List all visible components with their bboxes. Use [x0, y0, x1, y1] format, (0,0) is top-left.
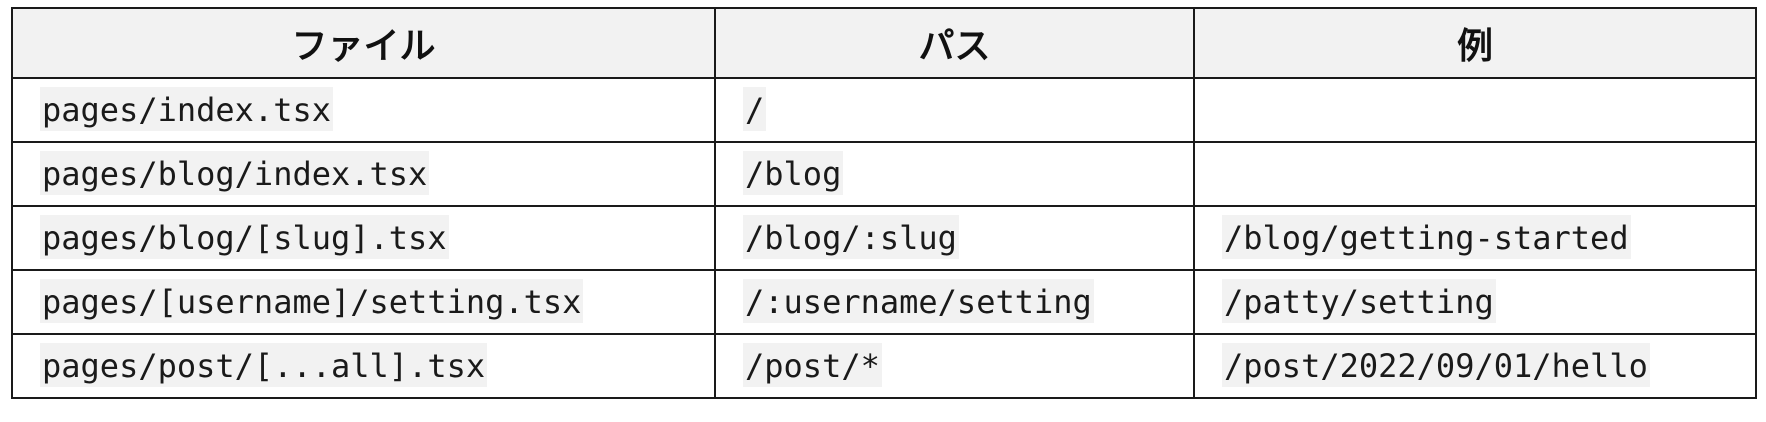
- table-row: pages/blog/index.tsx /blog: [11, 141, 1757, 207]
- cell-path: /blog/:slug: [714, 205, 1195, 271]
- path-code: /post/*: [743, 343, 882, 387]
- table-row: pages/blog/[slug].tsx /blog/:slug /blog/…: [11, 205, 1757, 271]
- example-code: /blog/getting-started: [1222, 215, 1631, 259]
- cell-example: [1193, 77, 1757, 143]
- file-code: pages/index.tsx: [40, 87, 333, 131]
- example-code: /post/2022/09/01/hello: [1222, 343, 1650, 387]
- path-code: /:username/setting: [743, 279, 1094, 323]
- header-file: ファイル: [11, 7, 716, 79]
- cell-file: pages/blog/index.tsx: [11, 141, 716, 207]
- cell-path: /: [714, 77, 1195, 143]
- cell-path: /:username/setting: [714, 269, 1195, 335]
- header-row: ファイル パス 例: [11, 7, 1757, 79]
- path-code: /blog: [743, 151, 844, 195]
- table-row: pages/[username]/setting.tsx /:username/…: [11, 269, 1757, 335]
- file-code: pages/post/[...all].tsx: [40, 343, 488, 387]
- path-code: /: [743, 87, 767, 131]
- table-body: pages/index.tsx / pages/blog/index.tsx /…: [11, 77, 1757, 399]
- cell-file: pages/post/[...all].tsx: [11, 333, 716, 399]
- table-row: pages/post/[...all].tsx /post/* /post/20…: [11, 333, 1757, 399]
- header-example: 例: [1193, 7, 1757, 79]
- cell-file: pages/index.tsx: [11, 77, 716, 143]
- path-code: /blog/:slug: [743, 215, 959, 259]
- cell-example: /post/2022/09/01/hello: [1193, 333, 1757, 399]
- file-code: pages/blog/index.tsx: [40, 151, 430, 195]
- table-row: pages/index.tsx /: [11, 77, 1757, 143]
- cell-example: [1193, 141, 1757, 207]
- routing-table-container: ファイル パス 例 pages/index.tsx / pages/blog/i…: [11, 7, 1757, 399]
- cell-path: /post/*: [714, 333, 1195, 399]
- cell-example: /blog/getting-started: [1193, 205, 1757, 271]
- file-code: pages/blog/[slug].tsx: [40, 215, 449, 259]
- file-code: pages/[username]/setting.tsx: [40, 279, 584, 323]
- cell-example: /patty/setting: [1193, 269, 1757, 335]
- table-header: ファイル パス 例: [11, 7, 1757, 79]
- cell-file: pages/blog/[slug].tsx: [11, 205, 716, 271]
- header-path: パス: [714, 7, 1195, 79]
- routing-table: ファイル パス 例 pages/index.tsx / pages/blog/i…: [11, 7, 1757, 399]
- cell-path: /blog: [714, 141, 1195, 207]
- example-code: /patty/setting: [1222, 279, 1496, 323]
- cell-file: pages/[username]/setting.tsx: [11, 269, 716, 335]
